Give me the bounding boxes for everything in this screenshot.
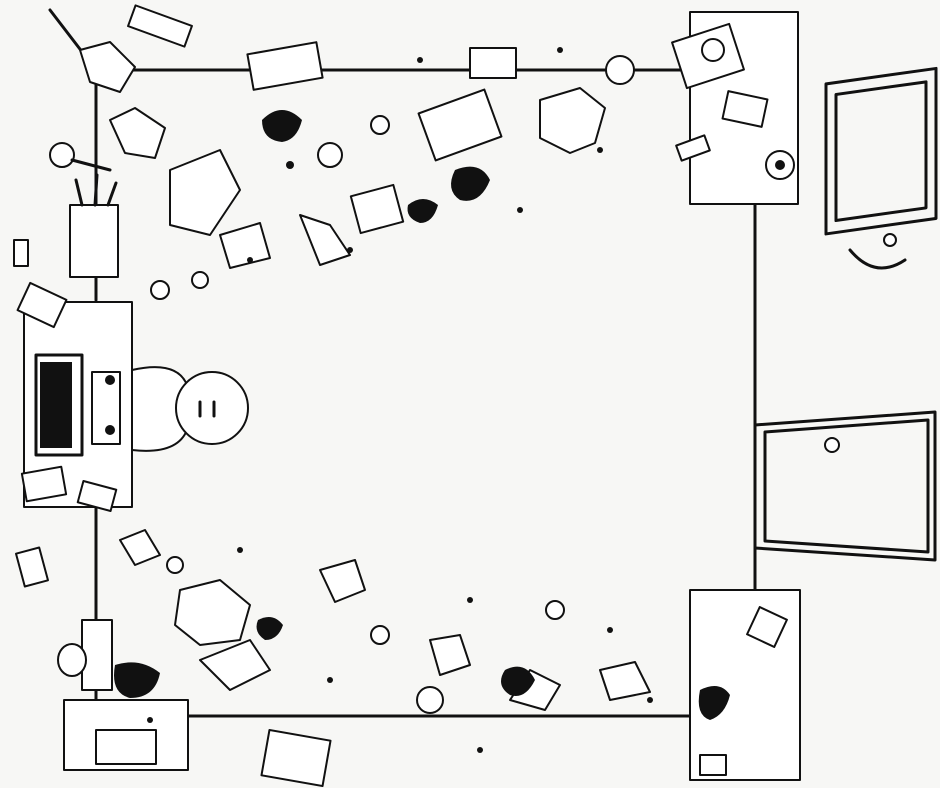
lamp-icon <box>49 142 112 172</box>
floor-clutter-bottom <box>15 529 653 788</box>
loose-papers <box>13 239 118 513</box>
door-icon <box>753 410 937 562</box>
bottom-right-cabinet <box>689 589 801 781</box>
person-at-desk <box>131 366 249 452</box>
picture-frame-icon <box>824 66 938 270</box>
monitor-icon <box>34 353 84 457</box>
room-walls <box>48 8 757 718</box>
top-right-cabinet <box>671 11 799 205</box>
trash-can-icon <box>57 619 189 771</box>
pencil-cup-icon <box>69 173 119 278</box>
floor-clutter-top <box>79 4 635 300</box>
